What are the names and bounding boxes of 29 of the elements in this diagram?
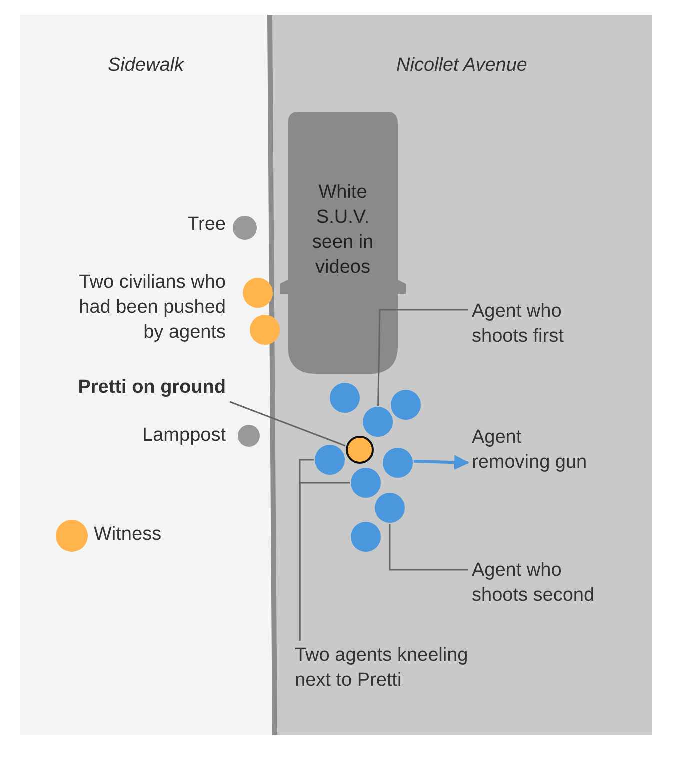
person-marker	[250, 315, 280, 345]
callout-label: Agent who shoots second	[472, 558, 612, 608]
agent-marker	[351, 522, 381, 552]
agent-marker	[351, 468, 381, 498]
person-marker	[243, 278, 273, 308]
agent-marker	[375, 493, 405, 523]
area-heading: Nicollet Avenue	[396, 54, 528, 78]
leader-line	[230, 401, 346, 447]
arrow	[414, 455, 470, 470]
leader-line	[378, 309, 468, 406]
marker-label: Lamppost	[142, 424, 226, 448]
agent-marker	[363, 407, 393, 437]
area-heading: Sidewalk	[106, 54, 186, 78]
victim-marker	[346, 436, 374, 464]
agent-marker	[315, 445, 345, 475]
callout-label: Two agents kneeling next to Pretti	[295, 643, 495, 693]
callout-label: Agent who shoots first	[472, 299, 612, 349]
leader-line	[389, 524, 468, 571]
agent-marker	[383, 448, 413, 478]
marker-label: Tree	[186, 213, 226, 237]
callout-label: Two civilians who had been pushed by agents	[78, 271, 226, 345]
agent-marker	[391, 390, 421, 420]
leader-line	[299, 482, 350, 641]
callout-label: Pretti on ground	[40, 375, 226, 400]
street-area	[272, 15, 652, 735]
callout-label: Agent removing gun	[472, 425, 597, 475]
vehicle-label: White S.U.V. seen in videos	[311, 181, 375, 280]
marker-label: Witness	[94, 523, 163, 547]
agent-marker	[330, 383, 360, 413]
